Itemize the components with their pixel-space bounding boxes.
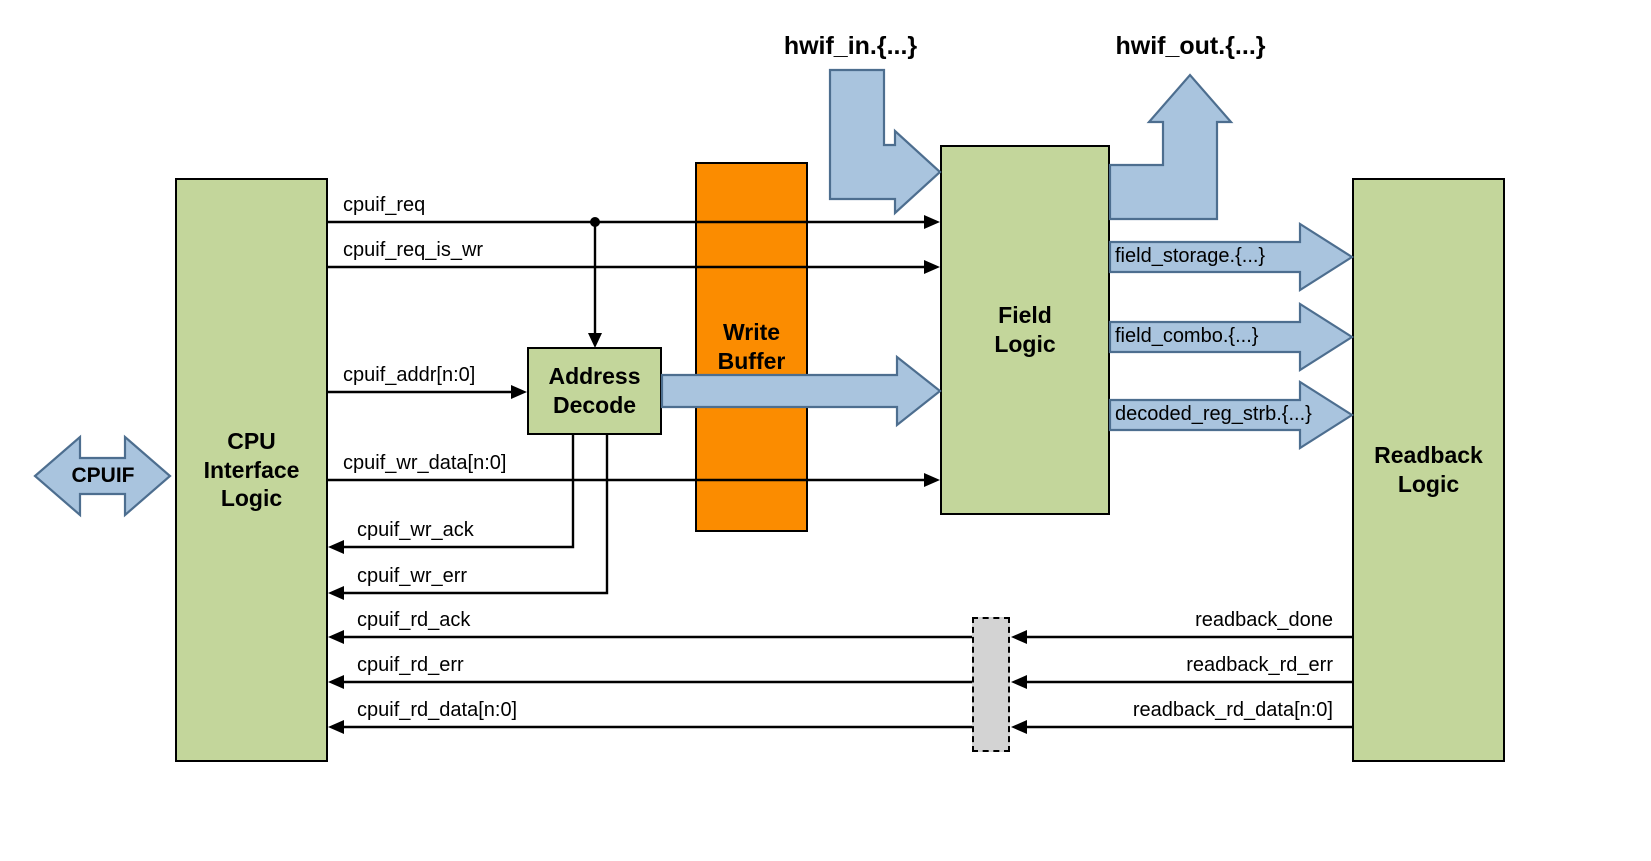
- block-cpu-interface-logic: CPU Interface Logic: [175, 178, 328, 762]
- signal-label-readback-rd-data: readback_rd_data[n:0]: [1132, 699, 1333, 721]
- field-storage-bus-arrow: [1108, 221, 1355, 293]
- hwif-in-arrow: [828, 68, 942, 216]
- bus-label-field-combo: field_combo.{...}: [1115, 325, 1259, 347]
- arrowhead-cpuif-req-is-wr: [924, 260, 940, 274]
- arrowhead-cpuif-rd-data: [328, 720, 344, 734]
- address-decode-label: Address Decode: [548, 363, 641, 418]
- signal-label-cpuif-wr-data: cpuif_wr_data[n:0]: [343, 452, 507, 474]
- block-field-logic: Field Logic: [940, 145, 1110, 515]
- signal-label-cpuif-req-is-wr: cpuif_req_is_wr: [343, 239, 484, 261]
- bus-label-decoded-reg-strb: decoded_reg_strb.{...}: [1115, 403, 1312, 425]
- signal-label-cpuif-addr: cpuif_addr[n:0]: [343, 364, 476, 386]
- arrowhead-cpuif-wr-err: [328, 586, 344, 600]
- readback-logic-label: Readback Logic: [1374, 442, 1483, 497]
- arrowhead-readback-rd-data: [1011, 720, 1027, 734]
- arrowhead-cpuif-addr: [511, 385, 527, 399]
- cpu-interface-logic-label: CPU Interface Logic: [203, 427, 300, 512]
- signal-label-cpuif-rd-err: cpuif_rd_err: [357, 654, 464, 676]
- signal-label-cpuif-req: cpuif_req: [343, 194, 426, 216]
- arrowhead-cpuif-wr-ack: [328, 540, 344, 554]
- signal-label-cpuif-wr-ack: cpuif_wr_ack: [357, 519, 474, 541]
- signal-label-cpuif-rd-data: cpuif_rd_data[n:0]: [357, 699, 518, 721]
- block-write-buffer: Write Buffer: [695, 162, 808, 532]
- port-label-cpuif: CPUIF: [71, 464, 135, 487]
- signal-label-readback-rd-err: readback_rd_err: [1186, 654, 1333, 676]
- arrowhead-cpuif-wr-data: [924, 473, 940, 487]
- decode-to-field-bus-arrow: [660, 354, 942, 428]
- block-readback-logic: Readback Logic: [1352, 178, 1505, 762]
- wire-cpuif-wr-err: [343, 435, 609, 595]
- signal-label-cpuif-wr-err: cpuif_wr_err: [357, 565, 468, 587]
- arrowhead-readback-rd-err: [1011, 675, 1027, 689]
- signal-label-cpuif-rd-ack: cpuif_rd_ack: [357, 609, 471, 631]
- retiming-stage-block: [972, 617, 1010, 752]
- decoded-reg-strb-bus-arrow: [1108, 379, 1355, 451]
- cpuif-bus-arrow: [33, 434, 172, 518]
- signal-label-readback-done: readback_done: [1195, 609, 1333, 631]
- port-label-hwif-in: hwif_in.{...}: [783, 32, 918, 60]
- block-address-decode: Address Decode: [527, 347, 662, 435]
- wire-cpuif-wr-ack: [343, 435, 575, 549]
- port-label-hwif-out: hwif_out.{...}: [1115, 32, 1266, 60]
- arrowhead-cpuif-req: [924, 215, 940, 229]
- arrowhead-cpuif-req-branch: [588, 333, 602, 348]
- field-logic-label: Field Logic: [994, 302, 1056, 357]
- bus-label-field-storage: field_storage.{...}: [1115, 245, 1266, 267]
- hwif-out-arrow: [1108, 73, 1234, 221]
- arrowhead-cpuif-rd-ack: [328, 630, 344, 644]
- field-combo-bus-arrow: [1108, 301, 1355, 373]
- arrowhead-cpuif-rd-err: [328, 675, 344, 689]
- arrowhead-readback-done: [1011, 630, 1027, 644]
- write-buffer-label: Write Buffer: [717, 319, 786, 374]
